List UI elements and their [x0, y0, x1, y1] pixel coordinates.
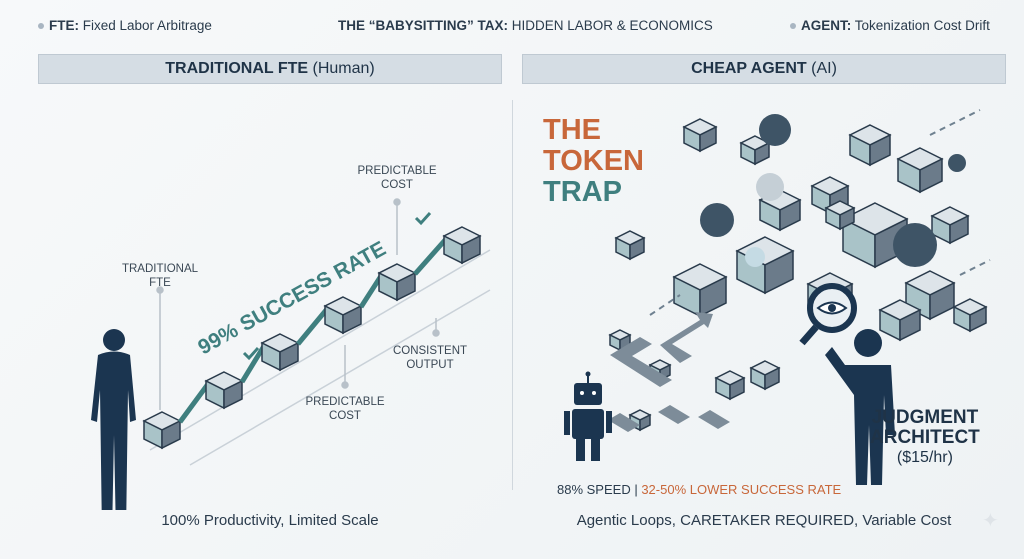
- token-trap-illustration: [564, 109, 991, 485]
- fte-bold: FTE:: [49, 18, 79, 33]
- header-title-text: HIDDEN LABOR & ECONOMICS: [511, 18, 713, 33]
- token-cube: [614, 230, 646, 261]
- arrow-icon: [296, 307, 329, 346]
- label-predictable-cost-bottom: PREDICTABLE COST: [300, 395, 390, 423]
- token-cube: [952, 298, 988, 333]
- token-cube: [735, 236, 795, 295]
- stat-speed: 88% SPEED |: [557, 482, 638, 497]
- label-consistent-output: CONSISTENT OUTPUT: [385, 344, 475, 372]
- header-title: THE “BABYSITTING” TAX: HIDDEN LABOR & EC…: [338, 18, 713, 33]
- process-cube: [142, 411, 182, 450]
- token-cube: [714, 370, 746, 401]
- token-cube: [824, 200, 856, 231]
- headline-trap: TRAP: [543, 176, 622, 208]
- right-title-bold: CHEAP AGENT: [691, 60, 807, 77]
- label-line: CONSISTENT: [392, 345, 468, 357]
- label-line: PREDICTABLE: [305, 396, 385, 408]
- architect-line-2: ARCHITECT: [870, 427, 980, 448]
- token-cube: [739, 135, 771, 166]
- token-cube: [682, 118, 718, 153]
- architect-line-1: JUDGMENT: [871, 407, 979, 428]
- agent-stats: 88% SPEED | 32-50% LOWER SUCCESS RATE: [557, 482, 841, 497]
- arrow-icon: [177, 382, 211, 424]
- right-panel-header: CHEAP AGENT (AI): [522, 54, 1006, 84]
- sparkle-icon: ✦: [982, 510, 999, 532]
- headline-token: TOKEN: [543, 145, 644, 177]
- architect-rate: ($15/hr): [896, 449, 953, 466]
- check-icons: [242, 211, 432, 361]
- label-traditional-fte: TRADITIONAL FTE: [115, 262, 205, 290]
- loop-path: [608, 312, 730, 432]
- label-line: COST: [381, 179, 413, 191]
- token-cube: [848, 124, 892, 167]
- label-line: COST: [329, 410, 361, 422]
- agent-text: Tokenization Cost Drift: [854, 18, 990, 33]
- judgment-architect-label: JUDGMENT ARCHITECT ($15/hr): [870, 408, 980, 468]
- fte-text: Fixed Labor Arbitrage: [82, 18, 212, 33]
- fte-staircase-illustration: 99% SUCCESS RATE: [91, 198, 491, 510]
- stat-success: 32-50% LOWER SUCCESS RATE: [641, 482, 842, 497]
- process-cube: [442, 226, 482, 265]
- token-cube: [672, 263, 728, 318]
- magnifier-eye-icon: [799, 283, 857, 346]
- header-agent-note: AGENT: Tokenization Cost Drift: [790, 18, 990, 33]
- process-cube: [377, 263, 417, 302]
- token-cube: [896, 147, 944, 194]
- arrow-icon: [239, 344, 267, 384]
- token-cube: [878, 299, 922, 342]
- bullet-icon: [790, 23, 796, 30]
- right-caption: Agentic Loops, CARETAKER REQUIRED, Varia…: [576, 512, 952, 529]
- left-panel-header: TRADITIONAL FTE (Human): [38, 54, 502, 84]
- header-title-bold: THE “BABYSITTING” TAX:: [338, 18, 508, 33]
- arrow-icon: [358, 274, 384, 309]
- process-cube: [260, 333, 300, 372]
- process-cube: [204, 371, 244, 410]
- spheres: [700, 114, 966, 267]
- label-line: OUTPUT: [406, 359, 454, 371]
- panel-divider: [512, 100, 513, 490]
- token-cube: [930, 206, 970, 245]
- label-line: TRADITIONAL: [121, 263, 199, 275]
- label-line: PREDICTABLE: [357, 165, 437, 177]
- headline-the: THE: [543, 114, 601, 146]
- arrow-icon: [413, 237, 448, 276]
- right-title-rest: (AI): [811, 60, 837, 77]
- left-caption: 100% Productivity, Limited Scale: [161, 512, 379, 529]
- label-line: FTE: [149, 277, 171, 289]
- token-cube: [749, 360, 781, 391]
- human-silhouette: [91, 329, 136, 510]
- agent-bold: AGENT:: [801, 18, 852, 33]
- header-fte-note: FTE: Fixed Labor Arbitrage: [38, 18, 212, 33]
- left-title-rest: (Human): [312, 60, 375, 77]
- bullet-icon: [38, 23, 44, 30]
- robot-icon: [564, 371, 612, 461]
- label-predictable-cost-top: PREDICTABLE COST: [352, 164, 442, 192]
- judgment-architect-silhouette: [825, 329, 895, 485]
- process-cube: [323, 296, 363, 335]
- left-title-bold: TRADITIONAL FTE: [165, 60, 309, 77]
